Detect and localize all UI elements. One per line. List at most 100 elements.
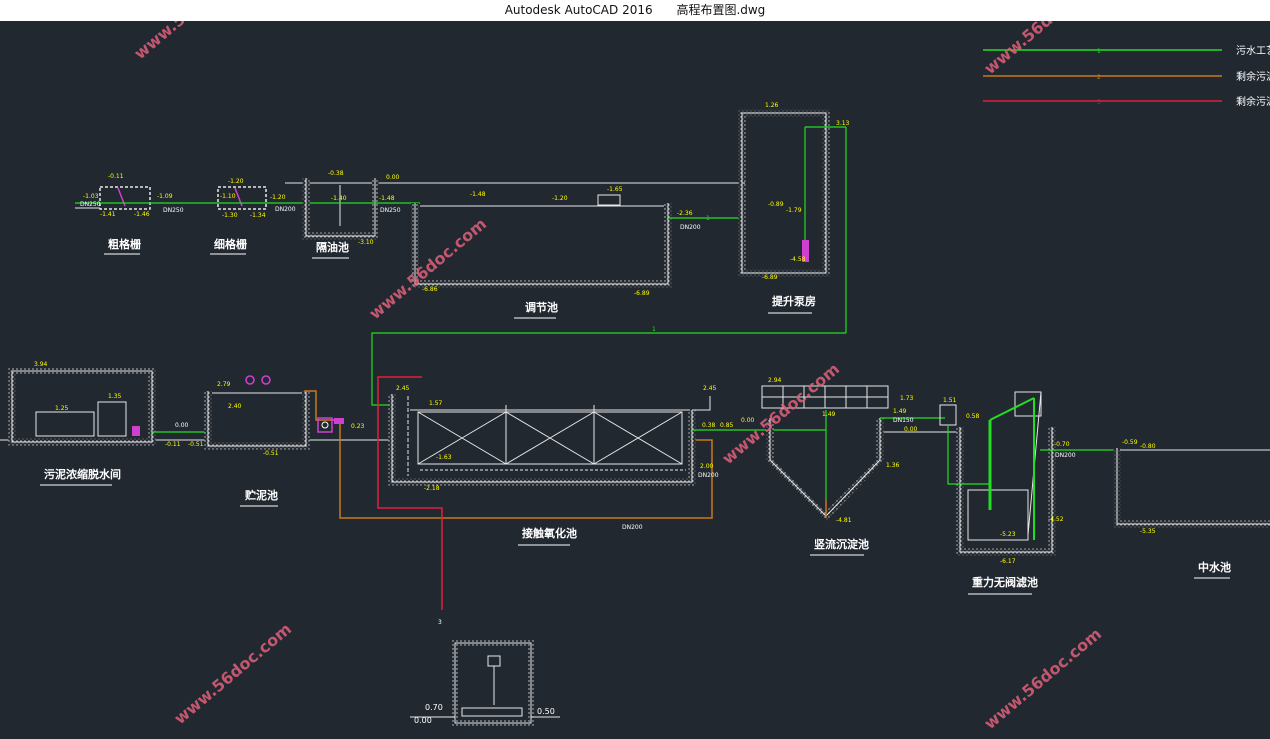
elev: -6.89	[634, 290, 650, 297]
elev: -1.63	[436, 454, 452, 461]
elev: -5.23	[1000, 531, 1016, 538]
vertical-sedimentation-tank[interactable]: 2.94 1.49 -4.81 1.73 1.49 DN150 1.36 0.0…	[761, 377, 945, 556]
elev: 2.45	[396, 385, 410, 392]
elev: -1.40	[331, 195, 347, 202]
elev: 1.51	[943, 397, 957, 404]
contact-oxidation-tank[interactable]: 2.45 1.57 -1.63 -2.18 2.45 0.38 0.85 0.0…	[388, 385, 826, 546]
label-vertical-sedimentation: 竖流沉淀池	[814, 537, 869, 551]
elev: 2.40	[228, 403, 242, 410]
elev: -1.34	[250, 212, 266, 219]
elev: 2.79	[217, 381, 231, 388]
elev: 1.26	[765, 102, 779, 109]
elev: -1.65	[607, 186, 623, 193]
elev: -1.48	[470, 191, 486, 198]
coarse-grille[interactable]: -0.11 -1.03 -1.09 -1.41 -1.46 DN250 DN25…	[75, 173, 215, 255]
elev: 0.23	[351, 423, 365, 430]
elev: -4.81	[836, 517, 852, 524]
elev: -1.41	[100, 211, 116, 218]
pipe-label: DN250	[80, 201, 101, 208]
pipe-label: DN200	[622, 524, 643, 531]
elev: 0.00	[904, 426, 918, 433]
elev: -1.79	[786, 207, 802, 214]
elev: -0.11	[108, 173, 124, 180]
elev: -2.18	[424, 485, 440, 492]
watermark: www.56doc.com	[130, 21, 255, 63]
watermark: www.56doc.com	[170, 619, 295, 728]
inset-dim: 0.70	[425, 703, 443, 712]
pipe-label: DN150	[893, 417, 914, 424]
inset-detail[interactable]: 0.70 0.00 0.50	[410, 640, 560, 726]
elev: -1.46	[134, 211, 150, 218]
elev: -6.17	[1000, 558, 1016, 565]
watermarks: www.56doc.com www.56doc.com www.56doc.co…	[130, 0, 1105, 733]
elev: -0.80	[1140, 443, 1156, 450]
legend-num-3: 3	[1097, 99, 1101, 106]
label-oil-separator: 隔油池	[316, 240, 349, 254]
elev: -4.58	[790, 256, 806, 263]
elev: 0.58	[966, 413, 980, 420]
gravity-valveless-filter[interactable]: 1.51 0.58 -5.23 -6.17 -4.52 -0.70 DN200 …	[939, 391, 1115, 595]
elev: -0.59	[1122, 439, 1138, 446]
label-lift-pump: 提升泵房	[772, 294, 816, 308]
pipe-num: 1	[706, 215, 710, 222]
elev: 1.35	[108, 393, 122, 400]
pipe-label: DN250	[163, 207, 184, 214]
elev: -1.03	[83, 193, 99, 200]
legend-label-2: 剩余污泥	[1236, 70, 1270, 83]
elev: 3.13	[836, 120, 850, 127]
elev: -1.20	[552, 195, 568, 202]
inset-dim: 0.00	[414, 716, 432, 725]
sludge-dewatering-house[interactable]: 3.94 1.35 1.25 -0.11 0.00 污泥浓缩脱水间	[8, 361, 210, 486]
label-sludge-storage: 贮泥池	[244, 488, 278, 502]
elev: -1.30	[222, 212, 238, 219]
elev: -2.36	[677, 210, 693, 217]
red-sludge-pipe	[377, 376, 443, 610]
oil-separator[interactable]: -0.38 -1.40 -3.10 0.00 -1.48 DN250 隔油池	[302, 170, 420, 259]
legend: 1 污水工艺 2 剩余污泥 3 剩余污泥	[983, 45, 1270, 108]
sludge-return-pipe	[304, 390, 713, 519]
label-contact-oxidation: 接触氧化池	[522, 526, 577, 540]
elev: 1.49	[893, 408, 907, 415]
elev: 0.85	[720, 422, 734, 429]
elev: -3.10	[358, 239, 374, 246]
elev: -0.11	[165, 441, 181, 448]
reclaimed-water-tank[interactable]: -0.59 -0.80 -5.35 中水池	[1113, 439, 1270, 579]
watermark: www.56doc.com	[980, 624, 1105, 733]
elev: 1.73	[900, 395, 914, 402]
sludge-storage-tank[interactable]: 2.79 2.40 -0.51 -0.51 贮泥池	[188, 375, 310, 507]
elev: -0.51	[188, 441, 204, 448]
elev: 3.94	[34, 361, 48, 368]
legend-label-1: 污水工艺	[1236, 45, 1270, 57]
elev: -0.70	[1054, 441, 1070, 448]
label-sludge-dewatering: 污泥浓缩脱水间	[44, 467, 121, 481]
elev: -0.89	[768, 201, 784, 208]
elev: 0.00	[175, 422, 189, 429]
legend-label-3: 剩余污泥	[1236, 95, 1270, 108]
elev: -1.09	[157, 193, 173, 200]
inset-dim: 0.50	[537, 707, 555, 716]
pipe-num: 3	[438, 619, 442, 626]
lift-pump-house[interactable]: 1.26 3.13 -0.89 -1.79 -6.89 -4.58 提升泵房	[738, 102, 850, 333]
pipe-label: DN200	[275, 206, 296, 213]
pipe-label: DN200	[698, 472, 719, 479]
fine-grille[interactable]: -1.20 -1.10 -1.20 -1.30 -1.34 DN200 细格栅	[210, 178, 312, 255]
elev: -1.10	[220, 193, 236, 200]
label-reclaimed-water: 中水池	[1198, 560, 1231, 574]
elev: 1.49	[822, 411, 836, 418]
elev: -6.86	[422, 286, 438, 293]
elev: -0.51	[263, 450, 279, 457]
label-coarse-grille: 粗格栅	[108, 237, 141, 251]
equalization-tank[interactable]: -1.48 -1.20 -1.65 -6.86 -6.89 -2.36 DN20…	[411, 186, 742, 319]
elev: -6.89	[762, 274, 778, 281]
window-titlebar: Autodesk AutoCAD 2016 高程布置图.dwg	[0, 0, 1270, 21]
elev: 1.57	[429, 400, 443, 407]
elev: 1.25	[55, 405, 69, 412]
elev: 2.00	[700, 463, 714, 470]
label-gravity-filter: 重力无阀滤池	[972, 575, 1038, 589]
elev: 0.38	[702, 422, 716, 429]
pipe-label: DN200	[680, 224, 701, 231]
elev: 2.45	[703, 385, 717, 392]
elev: 1.36	[886, 462, 900, 469]
